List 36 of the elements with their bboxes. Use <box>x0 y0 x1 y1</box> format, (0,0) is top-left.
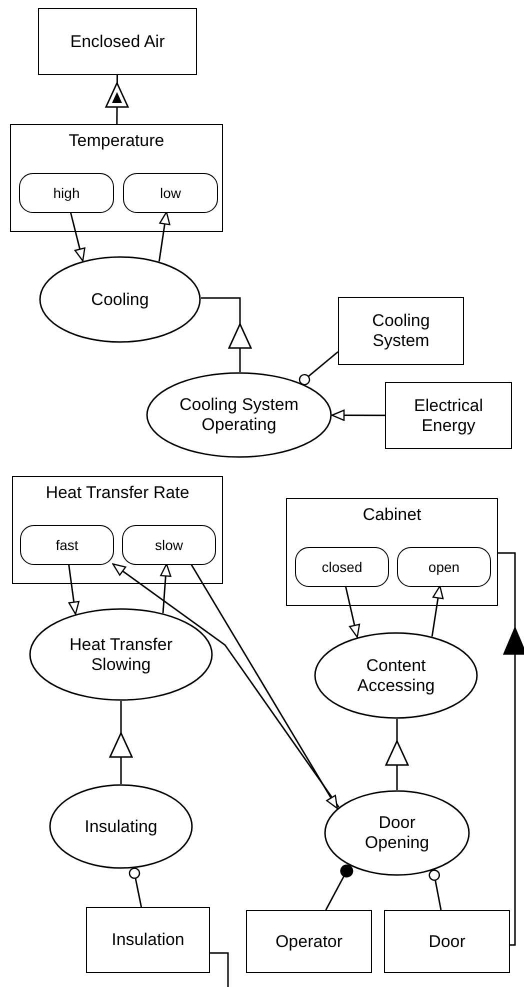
object-box <box>286 498 498 606</box>
state-box <box>122 525 216 565</box>
state-name: closed <box>322 559 362 575</box>
state-box <box>295 547 389 587</box>
state-name: high <box>53 185 80 201</box>
process-name: Heat Transfer Slowing <box>68 634 174 674</box>
object-name: Heat Transfer Rate <box>46 483 190 503</box>
process-name: Insulating <box>84 816 158 836</box>
process-name: Cooling <box>91 290 149 310</box>
state-name: open <box>428 559 460 575</box>
state-name: low <box>160 185 181 201</box>
object-name: Insulation <box>112 930 184 950</box>
object-name: Electrical Energy <box>413 396 484 436</box>
process-name: Content Accessing <box>356 656 436 696</box>
object-box <box>384 910 510 973</box>
object-box <box>12 476 223 584</box>
object-name: Operator <box>275 932 343 952</box>
state-box <box>20 525 114 565</box>
state-box <box>397 547 491 587</box>
object-name: Temperature <box>68 131 164 151</box>
object-box <box>338 297 464 365</box>
state-name: fast <box>56 537 78 553</box>
state-box <box>19 173 114 213</box>
state-name: slow <box>154 537 183 553</box>
object-box <box>86 907 210 973</box>
object-name: Door <box>428 932 466 952</box>
object-name: Enclosed Air <box>70 32 165 52</box>
process-name: Cooling System Operating <box>178 395 300 435</box>
object-box <box>385 382 512 449</box>
object-name: Cooling System <box>371 311 431 351</box>
state-box <box>123 173 218 213</box>
process-name: Door Opening <box>364 813 430 853</box>
object-name: Cabinet <box>362 505 422 525</box>
object-box <box>246 910 372 973</box>
object-box <box>10 124 223 232</box>
object-box <box>38 8 197 75</box>
